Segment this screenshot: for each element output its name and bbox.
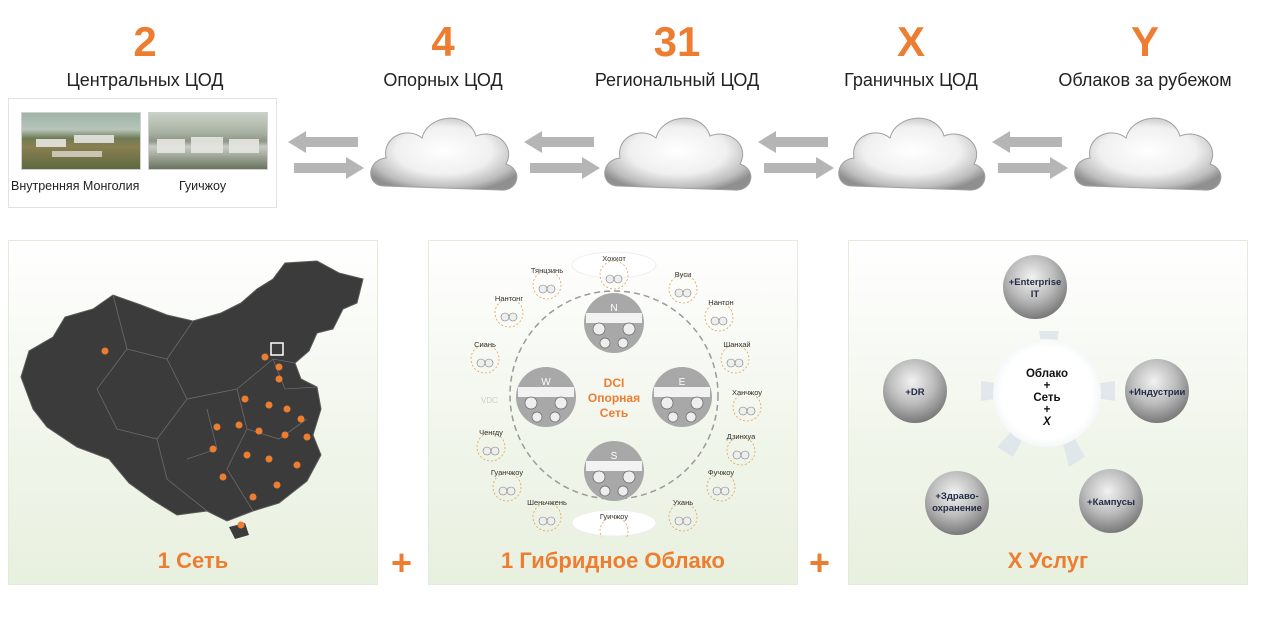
tier-central-label: Центральных ЦОД bbox=[66, 70, 224, 90]
tier-regional-label: Региональный ЦОД bbox=[594, 70, 760, 90]
dci-label-3: Сеть bbox=[600, 406, 628, 420]
hybrid-cloud-panel: N W E S DCI Опорная Сеть VDC bbox=[428, 240, 798, 585]
china-network-map bbox=[20, 260, 364, 539]
guizhou-caption: Гуичжоу bbox=[179, 179, 227, 193]
tier-overseas-label: Облаков за рубежом bbox=[1058, 70, 1232, 90]
cloud-icon-core bbox=[370, 117, 518, 191]
node-w: W bbox=[516, 367, 576, 427]
service-label: +Индустрии bbox=[1129, 387, 1186, 398]
services-diagram: Облако + Сеть + X +Enterprise IT +Индуст… bbox=[883, 255, 1189, 535]
city-label: Вуси bbox=[675, 270, 692, 279]
tier-regional: 31 Региональный ЦОД bbox=[582, 18, 772, 92]
hub-text: Сеть bbox=[1033, 392, 1060, 404]
city-label: Ченгду bbox=[479, 428, 503, 437]
hub-text: X bbox=[1042, 416, 1052, 428]
tier-overseas: Y Облаков за рубежом bbox=[1040, 18, 1250, 92]
central-dc-photos: Внутренняя Монголия Гуичжоу bbox=[8, 98, 277, 208]
cloud-icon-overseas bbox=[1074, 117, 1222, 191]
svg-text:S: S bbox=[611, 451, 618, 462]
cloud-icon-edge bbox=[838, 117, 986, 191]
svg-text:E: E bbox=[679, 377, 686, 388]
hub-text: + bbox=[1044, 404, 1051, 416]
svg-text:W: W bbox=[541, 377, 551, 388]
cloud-icon-regional bbox=[604, 117, 752, 191]
city-label: Ухань bbox=[673, 498, 693, 507]
tier-regional-count: 31 bbox=[653, 18, 701, 65]
service-label: IT bbox=[1031, 289, 1040, 300]
tier-core-label: Опорных ЦОД bbox=[383, 70, 503, 90]
tier-core: 4 Опорных ЦОД bbox=[348, 18, 538, 92]
hybrid-cloud-diagram: N W E S DCI Опорная Сеть VDC bbox=[470, 251, 762, 537]
bidirectional-arrow-icon bbox=[992, 131, 1068, 179]
city-label: Нантон bbox=[708, 298, 733, 307]
tier-overseas-count: Y bbox=[1130, 18, 1159, 65]
service-label: охранение bbox=[932, 503, 982, 514]
bidirectional-arrow-icon bbox=[288, 131, 364, 179]
plus-sign-2: + bbox=[809, 542, 831, 583]
vdc-label: VDC bbox=[481, 396, 498, 405]
hub-text: + bbox=[1044, 380, 1051, 392]
inner-mongolia-caption: Внутренняя Монголия bbox=[11, 179, 140, 193]
city-label: Нантонг bbox=[495, 294, 523, 303]
svg-text:N: N bbox=[610, 303, 617, 314]
city-label: Шеньчжень bbox=[527, 498, 567, 507]
hub-text: Облако bbox=[1026, 368, 1068, 380]
network-panel: 1 Сеть bbox=[8, 240, 378, 585]
node-e: E bbox=[652, 367, 712, 427]
service-label: +DR bbox=[905, 387, 924, 398]
dci-label-2: Опорная bbox=[588, 391, 640, 405]
dci-label: DCI bbox=[604, 376, 625, 390]
tier-edge-count: X bbox=[896, 18, 925, 65]
tier-central-count: 2 bbox=[133, 18, 157, 65]
service-label: +Здраво- bbox=[935, 491, 978, 502]
city-label: Хохкот bbox=[602, 254, 626, 263]
node-s: S bbox=[584, 441, 644, 501]
service-label: +Кампусы bbox=[1087, 497, 1135, 508]
tier-core-count: 4 bbox=[431, 18, 455, 65]
guizhou-photo bbox=[148, 112, 268, 170]
city-label: Шанхай bbox=[723, 340, 750, 349]
city-label: Сиань bbox=[474, 340, 496, 349]
city-label: Фучжоу bbox=[708, 468, 734, 477]
city-label: Дзинхуа bbox=[727, 432, 757, 441]
services-panel: Облако + Сеть + X +Enterprise IT +Индуст… bbox=[848, 240, 1248, 585]
city-label: Гуичжоу bbox=[600, 512, 629, 521]
city-label: Ханчжоу bbox=[732, 388, 762, 397]
tier-edge-label: Граничных ЦОД bbox=[844, 70, 978, 90]
inner-mongolia-photo bbox=[21, 112, 141, 170]
plus-sign-1: + bbox=[391, 542, 413, 583]
tier-central: 2 Центральных ЦОД bbox=[50, 18, 240, 92]
city-label: Тянцзинь bbox=[531, 266, 563, 275]
tier-edge: X Граничных ЦОД bbox=[816, 18, 1006, 92]
network-panel-title: 1 Сеть bbox=[157, 548, 229, 573]
services-panel-title: X Услуг bbox=[1007, 548, 1089, 573]
bidirectional-arrow-icon bbox=[524, 131, 600, 179]
bidirectional-arrow-icon bbox=[758, 131, 834, 179]
node-n: N bbox=[584, 293, 644, 353]
service-label: +Enterprise bbox=[1009, 277, 1062, 288]
hybrid-cloud-panel-title: 1 Гибридное Облако bbox=[501, 548, 725, 573]
city-label: Гуанчжоу bbox=[491, 468, 524, 477]
